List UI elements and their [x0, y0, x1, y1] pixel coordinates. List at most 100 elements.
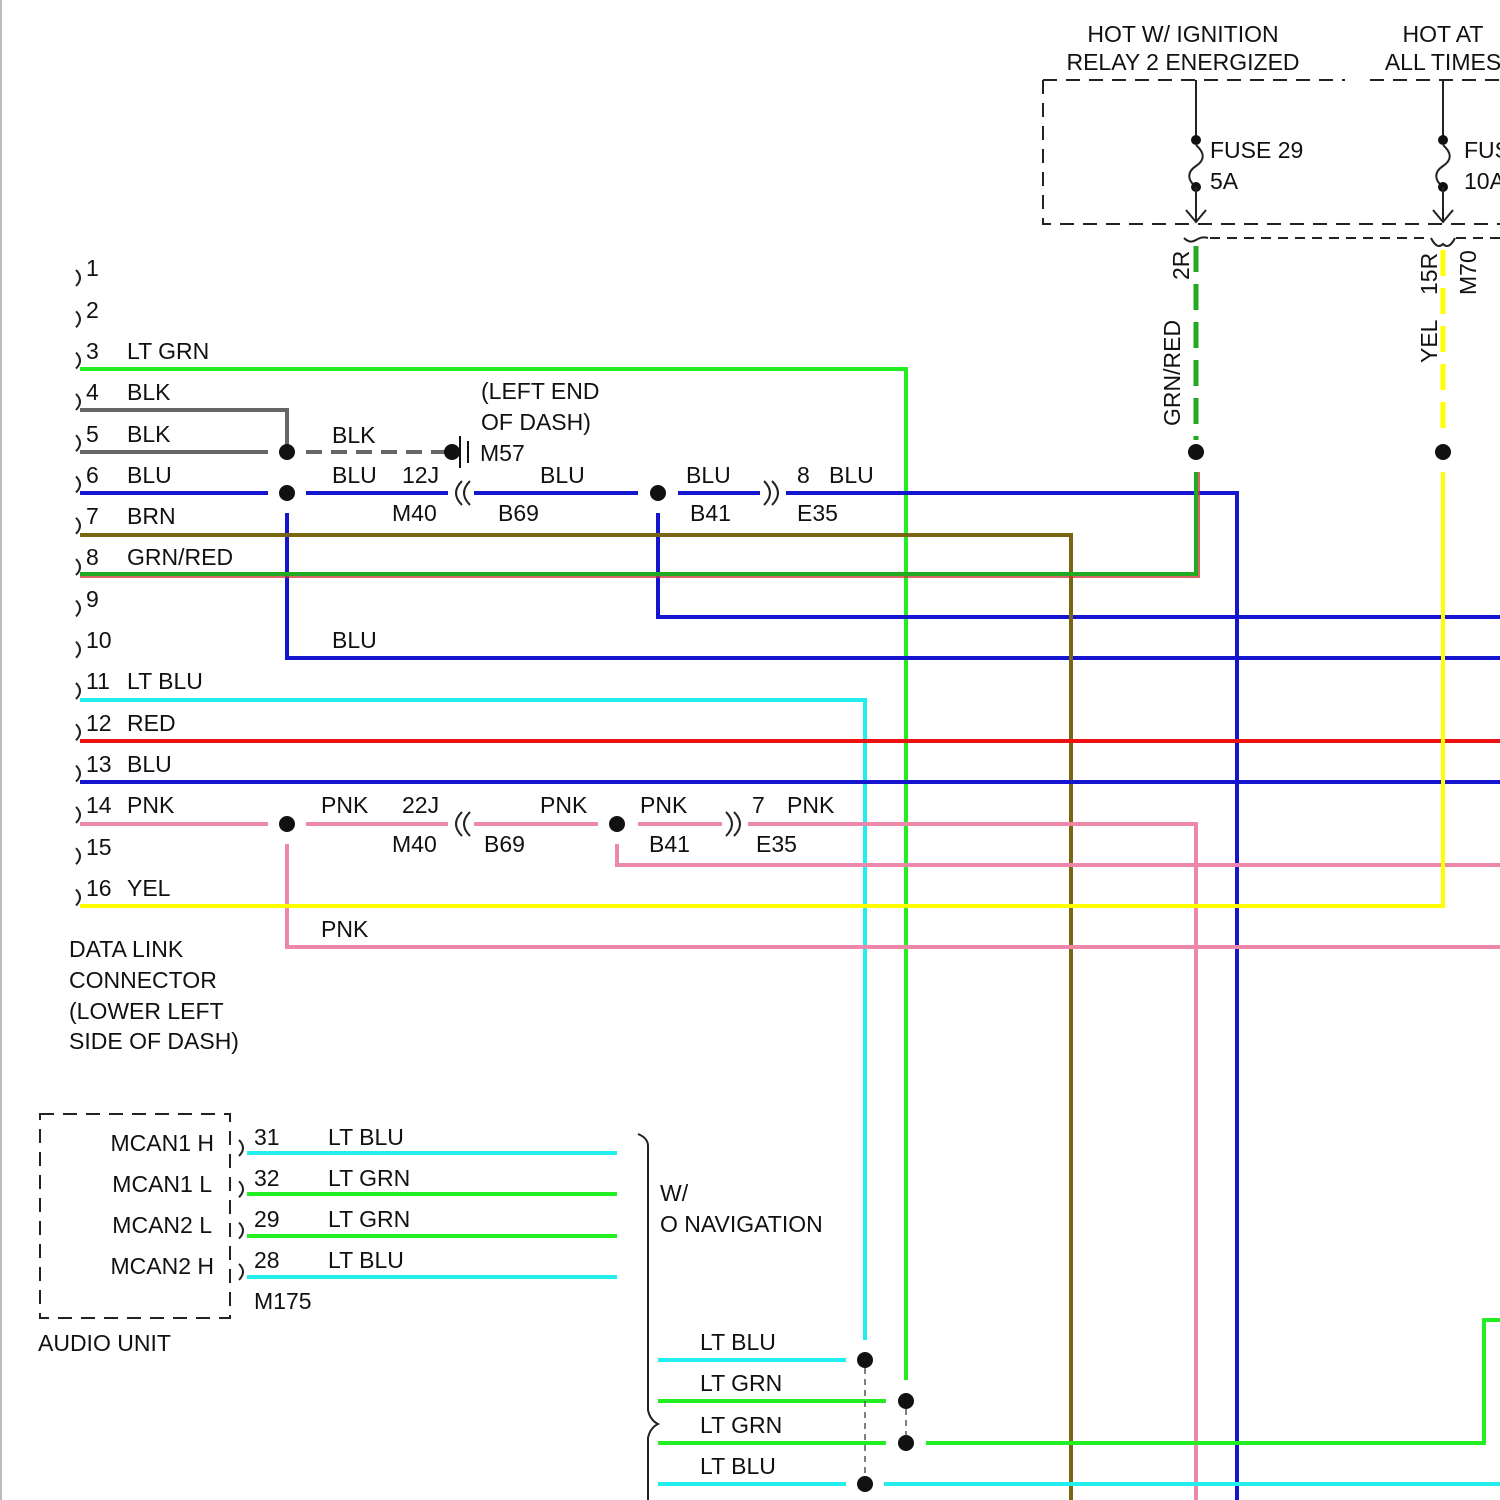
grn-red-riser-label: GRN/RED: [1159, 320, 1185, 426]
dlc-pin-4-color: BLK: [127, 379, 171, 405]
pnk-connector-m40: M40: [392, 831, 437, 857]
pnk-label-b: PNK: [540, 792, 588, 818]
dlc-pin-3-color: LT GRN: [127, 338, 209, 364]
splice-option-lt-blu-bottom: [857, 1476, 873, 1492]
audio-wire-29-color: LT GRN: [328, 1206, 410, 1232]
fuse-10a-rating: 10A: [1464, 168, 1500, 194]
blu-label-b: BLU: [540, 462, 585, 488]
connector-m40-b69-pnk: [456, 812, 470, 836]
audio-pin-symbols: [239, 1140, 243, 1280]
dlc-pin-1-number: 1: [86, 255, 99, 281]
dlc-pin-7-number: 7: [86, 503, 99, 529]
dlc-pin-8-color: GRN/RED: [127, 544, 233, 570]
audio-pin-28: 28: [254, 1247, 280, 1273]
option-wire-2-color: LT GRN: [700, 1370, 782, 1396]
pnk-label-d: PNK: [787, 792, 835, 818]
blu-label-c: BLU: [686, 462, 731, 488]
pnk-branch-to-right: [617, 844, 1500, 865]
grn-red-wire-pin8-green: [80, 472, 1196, 574]
option-wire-3-out: [926, 1320, 1500, 1443]
fuse-10a-name: FUSE: [1464, 137, 1500, 163]
always-hot-label-line1: HOT AT: [1403, 21, 1484, 47]
m70-connector-15r: [1431, 238, 1455, 246]
splice-blk-ground: [444, 444, 460, 460]
pnk-label-c: PNK: [640, 792, 688, 818]
fuse-box: HOT W/ IGNITION RELAY 2 ENERGIZED HOT AT…: [1043, 21, 1500, 426]
pnk-pin-7: 7: [752, 792, 765, 818]
data-link-connector: 1 2 3 LT GRN 4 BLK 5 BLK 6 BLU 7 BRN 8 G…: [69, 255, 239, 1054]
audio-signal-mcan1-l: MCAN1 L: [112, 1171, 212, 1197]
brn-wire-pin7: [80, 535, 1071, 1500]
ground-wire-color: BLK: [332, 422, 376, 448]
option-wire-1-color: LT BLU: [700, 1329, 776, 1355]
dlc-pin-6-color: BLU: [127, 462, 172, 488]
pnk-wire-pin14-e: [748, 824, 1196, 1500]
dlc-pin-16-color: YEL: [127, 875, 171, 901]
ignition-hot-label-line1: HOT W/ IGNITION: [1087, 21, 1278, 47]
blk-wire-pin4: [80, 410, 287, 452]
dlc-pin-2-number: 2: [86, 297, 99, 323]
audio-pin-32: 32: [254, 1165, 280, 1191]
dlc-title-line4: SIDE OF DASH): [69, 1028, 239, 1054]
dlc-pin-5-number: 5: [86, 421, 99, 447]
splice-option-lt-blu-top: [857, 1352, 873, 1368]
blu-connector-m40: M40: [392, 500, 437, 526]
dlc-pin-8-number: 8: [86, 544, 99, 570]
blu-branch-to-right: [658, 513, 1500, 617]
splice-blu-left: [279, 485, 295, 501]
pnk-branch-lower: [287, 844, 1500, 947]
dlc-pin-11-color: LT BLU: [127, 668, 203, 694]
always-hot-label-line2: ALL TIMES: [1385, 49, 1500, 75]
splice-option-lt-grn-top: [898, 1393, 914, 1409]
dlc-pin-10-number: 10: [86, 627, 112, 653]
dlc-pin-6-number: 6: [86, 462, 99, 488]
dlc-pin-7-color: BRN: [127, 503, 176, 529]
dlc-pin-9-number: 9: [86, 586, 99, 612]
pin-15r-label: 15R: [1416, 253, 1442, 295]
connector-b41-e35-pnk: [726, 812, 740, 836]
pnk-label-a: PNK: [321, 792, 369, 818]
option-wire-4-color: LT BLU: [700, 1453, 776, 1479]
audio-wire-31-color: LT BLU: [328, 1124, 404, 1150]
dlc-pin-15-number: 15: [86, 834, 112, 860]
blu-wire-pin6-e: [786, 493, 1237, 1500]
yel-riser-label: YEL: [1416, 319, 1442, 363]
audio-signal-mcan2-l: MCAN2 L: [112, 1212, 212, 1238]
left-end-of-dash-line1: (LEFT END: [481, 378, 599, 404]
connector-m40-b69-blu: [456, 481, 470, 505]
option-label-line1: W/: [660, 1180, 689, 1206]
pnk-connector-b41: B41: [649, 831, 690, 857]
dlc-pin-14-color: PNK: [127, 792, 175, 818]
fuse29-top-terminal: [1191, 135, 1201, 145]
audio-unit-title: AUDIO UNIT: [38, 1330, 171, 1356]
fuse-10a-element: [1436, 145, 1450, 187]
pnk-connector-e35: E35: [756, 831, 797, 857]
splice-blu-mid: [650, 485, 666, 501]
dlc-pin-5-color: BLK: [127, 421, 171, 447]
pnk-connector-b69: B69: [484, 831, 525, 857]
dlc-pin-13-color: BLU: [127, 751, 172, 777]
ignition-hot-label-line2: RELAY 2 ENERGIZED: [1066, 49, 1299, 75]
audio-pin-31: 31: [254, 1124, 280, 1150]
blu-branch-label: BLU: [332, 627, 377, 653]
dlc-title-line1: DATA LINK: [69, 936, 184, 962]
option-label-line2: O NAVIGATION: [660, 1211, 823, 1237]
blu-connector-b69: B69: [498, 500, 539, 526]
connector-b41-e35-blu: [764, 481, 778, 505]
dlc-pin-12-number: 12: [86, 710, 112, 736]
fuse29-rating: 5A: [1210, 168, 1239, 194]
audio-wire-32-color: LT GRN: [328, 1165, 410, 1191]
audio-wire-28-color: LT BLU: [328, 1247, 404, 1273]
dlc-pin-13-number: 13: [86, 751, 112, 777]
fuse29-element: [1189, 145, 1203, 187]
blu-pin-12j: 12J: [402, 462, 439, 488]
left-end-of-dash-line2: OF DASH): [481, 409, 591, 435]
dlc-pin-3-number: 3: [86, 338, 99, 364]
fuse29-name: FUSE 29: [1210, 137, 1303, 163]
fuse-10a-top-terminal: [1438, 135, 1448, 145]
pnk-branch-label: PNK: [321, 916, 369, 942]
splice-blk: [279, 444, 295, 460]
splice-option-lt-grn-bottom: [898, 1435, 914, 1451]
splice-pnk-mid: [609, 816, 625, 832]
